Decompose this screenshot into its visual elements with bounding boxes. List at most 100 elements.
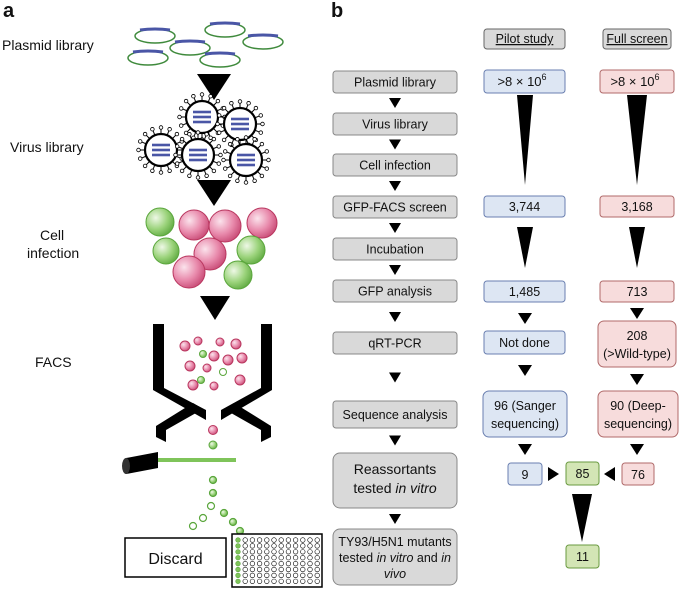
plate-well xyxy=(235,543,241,549)
pilot-qrt-pcr-status xyxy=(483,330,566,355)
step-mutants-line2: tested in vitro and in xyxy=(339,551,451,565)
arrow-down-icon xyxy=(389,139,401,150)
funnel-wedge-icon xyxy=(629,227,645,268)
plate-well xyxy=(293,537,299,543)
plate-well xyxy=(300,543,306,549)
arrow-down-icon xyxy=(630,308,644,319)
plate-well xyxy=(300,549,306,555)
step-label: GFP-FACS screen xyxy=(343,201,447,215)
plate-well xyxy=(249,572,255,579)
discard-label: Discard xyxy=(148,551,202,568)
plate-well xyxy=(285,578,292,584)
plate-well xyxy=(242,578,248,584)
step-label: Cell infection xyxy=(359,159,431,173)
facs-sorter-icon xyxy=(153,324,272,442)
arrow-down-icon xyxy=(518,444,532,455)
arrow-right-icon xyxy=(548,467,559,481)
plate-well xyxy=(242,543,248,549)
step-box xyxy=(332,331,458,355)
step-label: Incubation xyxy=(366,243,424,257)
sorted-cells xyxy=(179,336,248,450)
plate-well xyxy=(314,549,320,555)
plate-well xyxy=(257,566,263,573)
mutant-count-text: 11 xyxy=(576,550,589,564)
plate-well xyxy=(314,566,320,573)
plate-well xyxy=(249,578,255,584)
virus-particle-icon xyxy=(136,125,186,175)
plate-well xyxy=(300,555,306,561)
plate-well xyxy=(293,549,299,555)
plate-well xyxy=(307,543,313,549)
plate-well xyxy=(307,566,313,573)
plate-well xyxy=(314,555,320,561)
full-sequence-line1: 90 (Deep- xyxy=(610,399,666,413)
plate-well xyxy=(235,555,241,561)
plate-well xyxy=(271,555,277,561)
virus-particle-icon xyxy=(173,130,223,180)
label-plasmid-library: Plasmid library xyxy=(2,37,94,53)
plate-well xyxy=(314,572,320,579)
plate-well xyxy=(285,537,292,543)
plate-well xyxy=(300,537,306,543)
plate-well xyxy=(293,572,299,579)
plate-well xyxy=(242,549,248,555)
plate-well xyxy=(271,578,277,584)
header-full-box xyxy=(602,28,672,50)
arrow-left-icon xyxy=(604,467,615,481)
plate-well xyxy=(235,549,241,555)
pilot-gfp-facs-count-text: 3,744 xyxy=(509,200,540,214)
plate-well xyxy=(249,566,255,573)
plate-well xyxy=(314,537,320,543)
plate-well xyxy=(257,537,263,543)
plate-well xyxy=(264,555,270,561)
combined-reassortant-count-text: 85 xyxy=(576,467,590,481)
plate-well xyxy=(300,560,306,567)
plate-well xyxy=(307,578,313,584)
plate-well xyxy=(278,566,284,573)
full-gfp-facs-count xyxy=(599,195,675,218)
arrow-down-icon xyxy=(630,444,644,455)
arrow-down-icon xyxy=(389,265,401,275)
plate-well xyxy=(293,578,299,584)
pilot-sequence-line2: sequencing) xyxy=(491,417,559,431)
plate-well xyxy=(242,572,248,579)
plate-well xyxy=(264,543,270,549)
step-label: qRT-PCR xyxy=(368,337,421,351)
pilot-library-count xyxy=(483,69,566,94)
full-reassortant-count xyxy=(621,462,655,486)
arrow-down-icon xyxy=(389,98,401,108)
panel-b-letter: b xyxy=(331,0,343,22)
plate-well xyxy=(285,543,292,549)
step-mutants-line1: TY93/H5N1 mutants xyxy=(338,535,451,549)
arrow-down-icon xyxy=(630,374,644,385)
mutant-count xyxy=(565,544,600,569)
plate-well xyxy=(285,560,292,567)
pilot-gfp-analysis-count xyxy=(483,280,566,303)
step-box xyxy=(332,237,458,261)
plate-well xyxy=(293,555,299,561)
step-reassortants-line1: Reassortants xyxy=(354,461,436,477)
virus-particle-icon xyxy=(177,92,227,142)
step-box xyxy=(332,400,458,429)
plate-well xyxy=(293,566,299,573)
full-column: >8 × 106 3,168 713 208 (>Wild-type) 90 (… xyxy=(597,69,679,486)
full-library-count-text: >8 × 106 xyxy=(610,72,659,89)
pilot-sequence-line1: 96 (Sanger xyxy=(494,399,556,413)
laser-source-icon xyxy=(126,452,158,474)
plate-well xyxy=(271,566,277,573)
step-label: Plasmid library xyxy=(354,76,437,90)
virus-library-icon xyxy=(136,92,271,185)
plate-well xyxy=(235,560,241,567)
plate-well xyxy=(285,549,292,555)
plate-well xyxy=(264,572,270,579)
step-box xyxy=(332,70,458,94)
header-pilot-box xyxy=(483,28,566,50)
full-qrt-line2: (>Wild-type) xyxy=(603,347,671,361)
plate-well xyxy=(278,543,284,549)
step-box xyxy=(332,153,458,177)
step-reassortants xyxy=(332,452,458,509)
step-box xyxy=(332,195,458,219)
full-library-count xyxy=(599,69,675,94)
label-virus-library: Virus library xyxy=(10,139,84,155)
